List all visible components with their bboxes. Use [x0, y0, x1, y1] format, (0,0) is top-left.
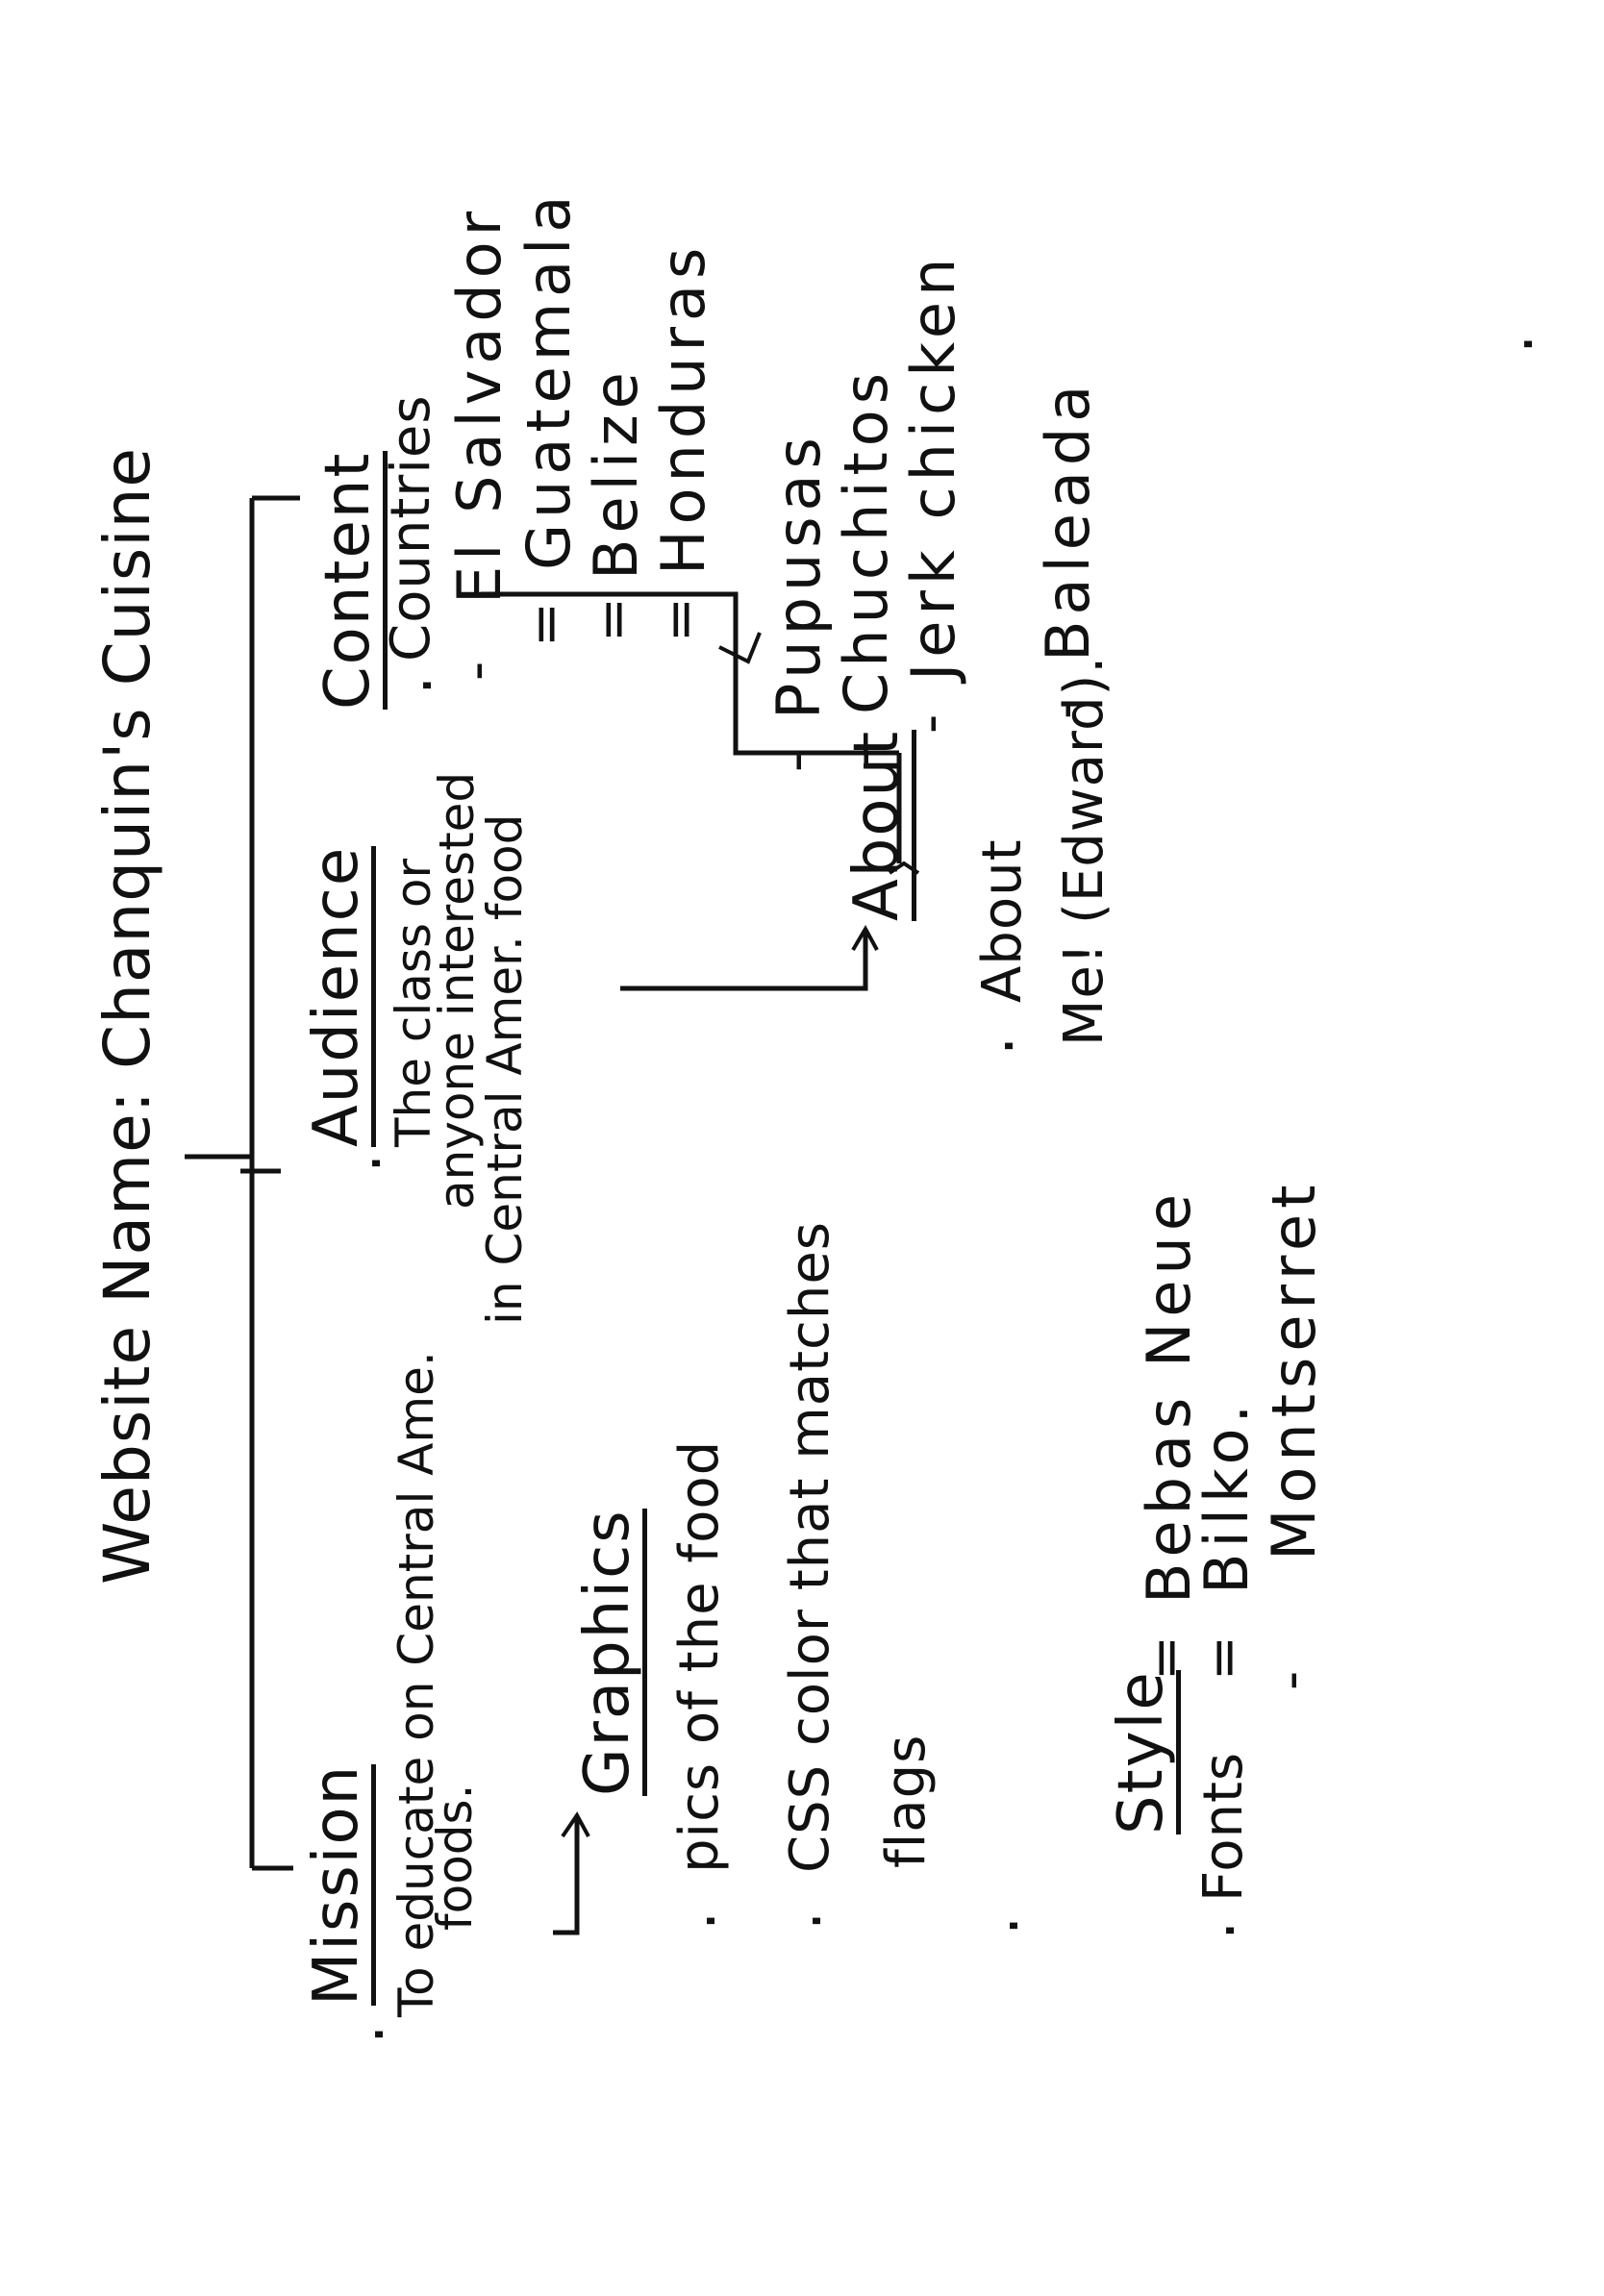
food-dash-1: - [764, 751, 827, 772]
mission-heading: Mission [301, 1763, 376, 2006]
style-heading: Style [1106, 1670, 1181, 1834]
food-chuchitos: Chuchitos [831, 366, 901, 714]
content-bullet: . [375, 675, 446, 695]
country-dash-4: = [649, 596, 712, 642]
graphics-arrowhead [561, 1811, 590, 1838]
about-text-line1: About [971, 838, 1034, 1003]
content-heading: Content [313, 451, 388, 710]
countries-label: Countries [380, 394, 442, 661]
graphics-heading: Graphics [572, 1509, 647, 1796]
font-montserret: Montserret [1259, 1179, 1329, 1560]
font-dash-2: = [1192, 1635, 1255, 1681]
audience-heading: Audience [301, 845, 376, 1147]
food-jerk-chicken: Jerk chicken [898, 252, 968, 681]
audience-bullet: . [324, 1153, 395, 1173]
graphics-bullet-3: . [962, 1915, 1033, 1935]
graphics-arrow [553, 1817, 580, 1935]
graphics-bullet-1: . [659, 1910, 730, 1931]
country-dash-3: = [582, 596, 644, 642]
country-honduras: Honduras [648, 241, 718, 575]
food-baleada: Baleada [1033, 379, 1103, 661]
about-bullet: . [957, 1036, 1028, 1056]
website-title: Website Name: Chanquin's Cuisine [90, 446, 164, 1585]
font-dash-3: - [1260, 1669, 1322, 1690]
mission-text-line2: foods. [427, 1784, 483, 1931]
about-text-line2: Me! (Edward). [1053, 655, 1115, 1046]
food-pupusas: Pupusas [764, 432, 834, 719]
graphics-item-flags: flags [875, 1734, 938, 1868]
about-arrowhead [851, 924, 879, 952]
about-heading: About [841, 729, 916, 921]
foods-arrow [718, 632, 762, 664]
foods-arrowhead [888, 861, 920, 875]
audience-text-line2: anyone interested [429, 771, 485, 1210]
about-arrow [620, 931, 868, 991]
country-belize: Belize [581, 366, 651, 580]
style-bullet: . [1178, 1920, 1249, 1940]
graphics-bullet-2: . [764, 1910, 836, 1931]
graphics-item-css-color: CSS color that matches [779, 1221, 841, 1873]
fonts-label: Fonts [1192, 1751, 1255, 1902]
audience-text-line3: in Central Amer. food [477, 813, 533, 1325]
mission-bullet: . [327, 2024, 398, 2044]
country-dash-2: = [514, 601, 577, 647]
font-dash-1: = [1135, 1635, 1197, 1681]
countries-bracket [481, 591, 899, 756]
country-guatemala: Guatemala [514, 189, 584, 570]
graphics-item-pics: pics of the food [668, 1439, 731, 1873]
country-dash-1: - [445, 660, 508, 681]
font-bebas-neue: Bebas Neue [1134, 1188, 1204, 1604]
stray-dot: . [1476, 334, 1547, 354]
font-bilko: Bilko. [1191, 1398, 1262, 1594]
country-el-salvador: El Salvador [444, 205, 514, 604]
